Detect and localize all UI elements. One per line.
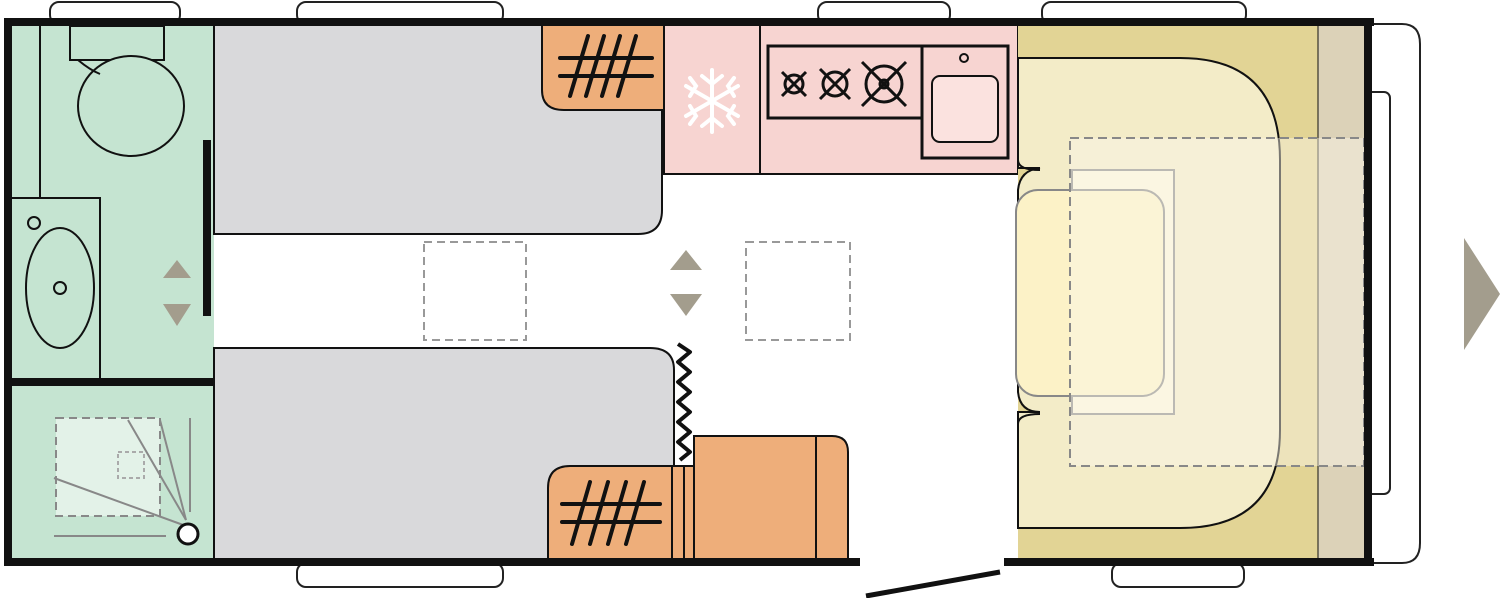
bed-slide-arrows-icon: [670, 250, 702, 316]
direction-arrow-icon: [1464, 238, 1500, 350]
windows-bottom: [296, 562, 1245, 588]
hob-burner-icon: [780, 70, 808, 98]
toilet-cistern-icon: [69, 25, 165, 61]
shower-icon: [53, 417, 200, 546]
bathroom-door: [203, 140, 211, 316]
fridge: [663, 23, 761, 175]
wardrobe-top: [541, 23, 665, 111]
snowflake-icon: [684, 68, 740, 134]
lounge: [1015, 23, 1367, 561]
folding-door-icon: [676, 342, 692, 462]
front-shelf: [1317, 23, 1367, 561]
bathroom-slide-arrows-icon: [163, 260, 191, 326]
hob-burner-icon: [818, 67, 852, 101]
hob-burner-icon: [860, 60, 908, 108]
toilet-bowl-icon: [77, 55, 185, 157]
wash-basin-icon: [25, 227, 95, 349]
roof-light: [423, 241, 527, 341]
cupboard: [671, 435, 849, 561]
side-seat: [1015, 189, 1165, 397]
roof-light: [745, 241, 851, 341]
bathroom: [8, 24, 214, 560]
entry-door: [865, 569, 1001, 598]
kitchen: [759, 23, 1019, 175]
front-hitch-outline: [1363, 23, 1421, 564]
wardrobe-bottom: [547, 465, 673, 561]
outer-walls: [4, 18, 1374, 566]
